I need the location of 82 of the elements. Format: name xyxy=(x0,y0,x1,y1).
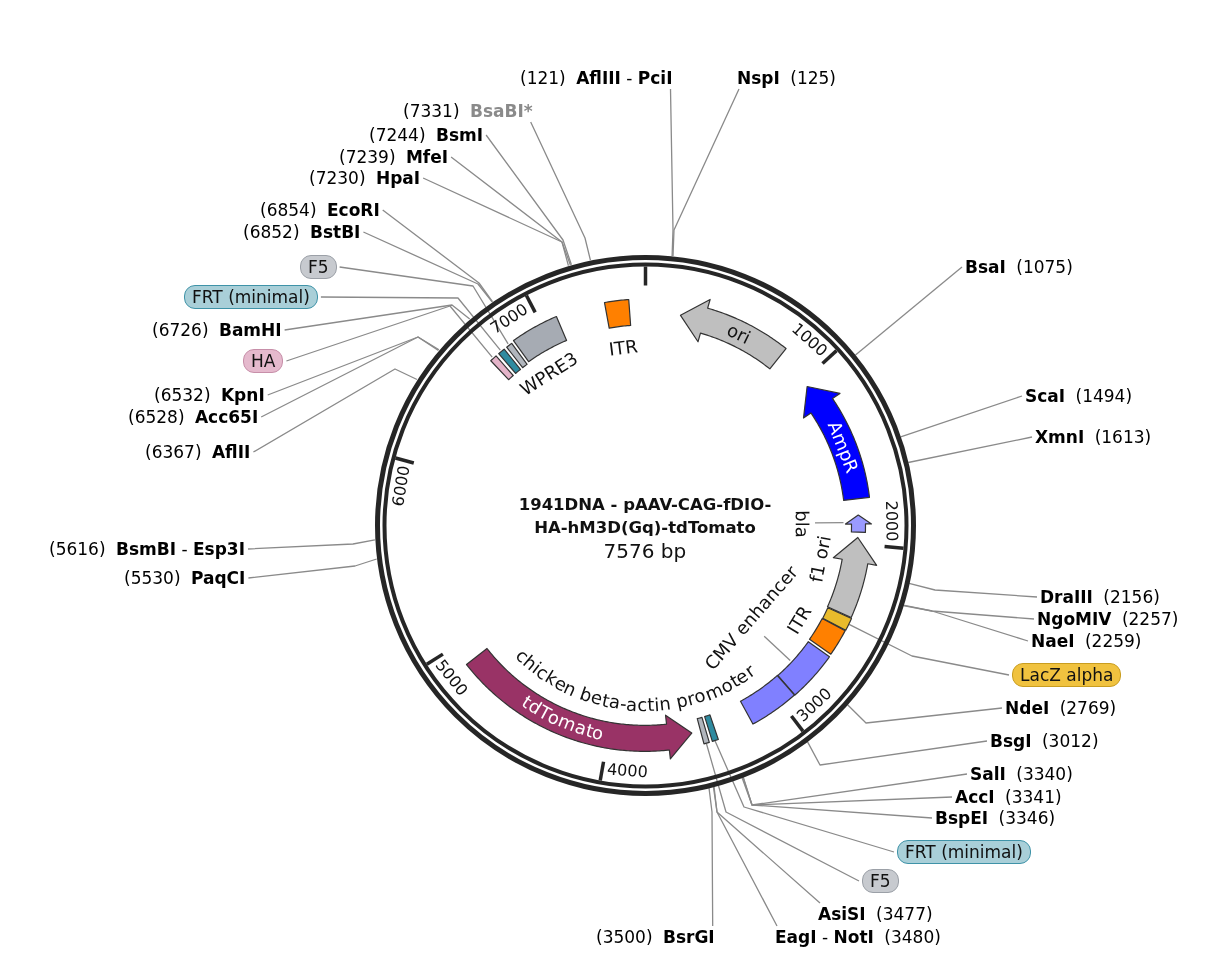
leader-line xyxy=(907,436,1033,464)
leader-line xyxy=(422,177,570,267)
feature-segment xyxy=(497,348,521,374)
leader-line xyxy=(713,785,821,904)
restriction-site-label: (121) AflIII - PciI xyxy=(520,68,673,88)
restriction-site-label: (7244) BsmI xyxy=(369,125,484,145)
restriction-site-label: (5616) BsmBI - Esp3I xyxy=(49,539,246,559)
leader-line xyxy=(900,395,1023,438)
feature-segment xyxy=(703,713,719,742)
restriction-site-label: (6852) BstBI xyxy=(243,222,361,242)
leader-line xyxy=(672,88,740,257)
feature-tag: LacZ alpha xyxy=(1012,663,1122,687)
restriction-site-label: EagI - NotI (3480) xyxy=(775,927,941,947)
restriction-site-label: SalI (3340) xyxy=(970,764,1073,784)
plasmid-name: 1941DNA - pAAV-CAG-fDIO-HA-hM3D(Gq)-tdTomato xyxy=(517,494,773,539)
feature-tag: HA xyxy=(243,349,284,373)
leader-line xyxy=(320,296,501,351)
restriction-site-label: ScaI (1494) xyxy=(1025,386,1133,406)
leader-line xyxy=(742,773,968,806)
leader-line xyxy=(247,539,376,550)
plasmid-size: 7576 bp xyxy=(603,539,687,563)
feature-label: ori xyxy=(723,319,754,348)
scale-label: 4000 xyxy=(606,760,648,782)
restriction-site-label: NgoMIV (2257) xyxy=(1037,609,1179,629)
restriction-site-label: (6528) Acc65I xyxy=(128,407,259,427)
restriction-site-label: NspI (125) xyxy=(737,68,836,88)
feature-segment xyxy=(489,354,514,380)
restriction-site-label: BsgI (3012) xyxy=(990,731,1099,751)
leader-line xyxy=(285,305,493,362)
feature-tag: FRT (minimal) xyxy=(184,285,318,309)
leader-line xyxy=(260,336,440,418)
leader-line xyxy=(382,209,494,303)
leader-line xyxy=(705,742,860,882)
restriction-site-label: (7331) BsaBI* xyxy=(403,101,533,121)
scale-label: 2000 xyxy=(882,500,902,542)
leader-line xyxy=(247,558,378,579)
restriction-site-label: (7239) MfeI xyxy=(339,147,449,167)
restriction-site-label: BsaI (1075) xyxy=(965,257,1073,277)
restriction-site-label: XmnI (1613) xyxy=(1035,427,1152,447)
feature-tag: FRT (minimal) xyxy=(897,840,1031,864)
leader-line xyxy=(712,786,778,927)
leader-line xyxy=(848,623,1010,676)
leader-line xyxy=(267,336,440,396)
restriction-site-label: NdeI (2769) xyxy=(1005,698,1117,718)
leader-line xyxy=(338,266,509,345)
restriction-site-label: (3500) BsrGI xyxy=(596,927,715,947)
scale-label: 6000 xyxy=(388,464,414,508)
restriction-site-label: (6367) AflII xyxy=(145,442,251,462)
leader-line xyxy=(450,156,572,266)
leader-line xyxy=(669,88,674,257)
restriction-site-label: AccI (3341) xyxy=(955,787,1062,807)
leader-line xyxy=(742,776,953,806)
leader-line xyxy=(908,582,1038,598)
leader-line xyxy=(252,368,418,453)
leader-line xyxy=(846,703,1003,724)
leader-line xyxy=(708,787,714,927)
restriction-site-label: AsiSI (3477) xyxy=(818,904,933,924)
feature-segment xyxy=(844,514,872,533)
leader-line xyxy=(283,304,471,331)
leader-line xyxy=(814,521,845,524)
restriction-site-label: (6726) BamHI xyxy=(152,320,282,340)
feature-segment xyxy=(821,606,852,631)
leader-line xyxy=(763,635,791,662)
leader-line xyxy=(741,776,933,819)
restriction-site-label: BspEI (3346) xyxy=(935,808,1056,828)
leader-line xyxy=(362,231,493,303)
feature-label: ITR xyxy=(607,336,639,360)
restriction-site-label: (5530) PaqCI xyxy=(124,568,246,588)
leader-line xyxy=(806,740,988,766)
feature-tag: F5 xyxy=(300,255,337,279)
leader-line xyxy=(854,266,963,356)
leader-line xyxy=(530,121,592,261)
leader-line xyxy=(714,740,895,853)
restriction-site-label: DraIII (2156) xyxy=(1040,587,1160,607)
leader-line xyxy=(902,604,1029,642)
restriction-site-label: NaeI (2259) xyxy=(1031,631,1142,651)
restriction-site-label: (6854) EcoRI xyxy=(260,200,380,220)
leader-line xyxy=(485,134,573,266)
restriction-site-label: (6532) KpnI xyxy=(154,385,265,405)
restriction-site-label: (7230) HpaI xyxy=(309,168,421,188)
feature-segment xyxy=(696,716,710,744)
feature-tag: F5 xyxy=(862,869,899,893)
